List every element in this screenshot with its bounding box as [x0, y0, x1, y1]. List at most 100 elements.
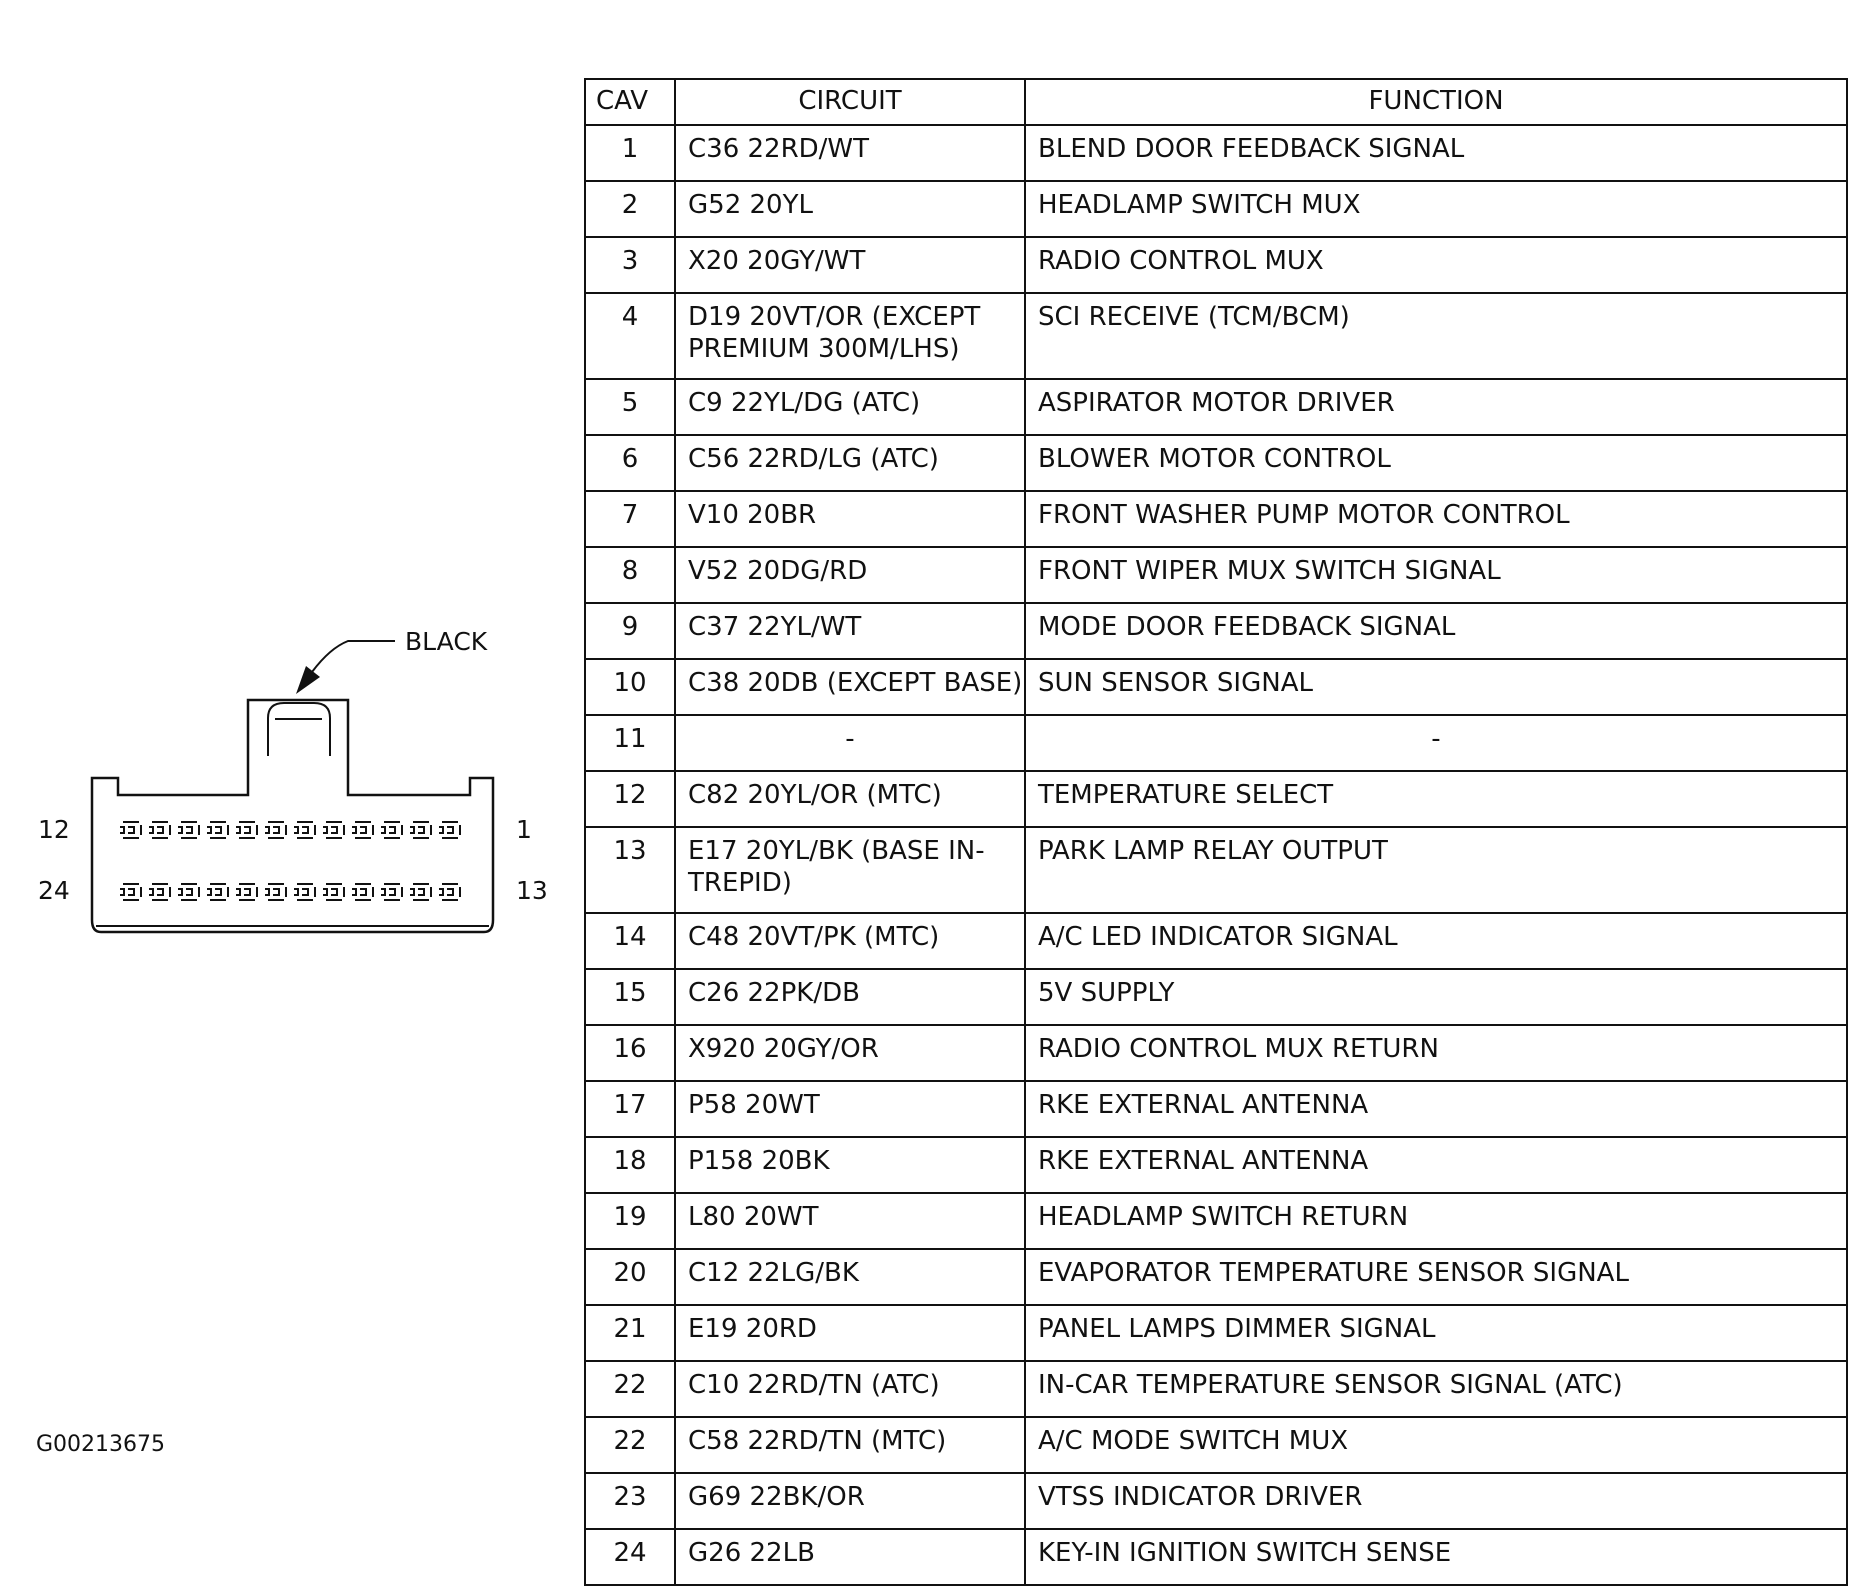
cav-cell: 17 [584, 1080, 676, 1138]
connector-pin [178, 821, 200, 839]
connector-body [90, 698, 495, 934]
function-cell: HEADLAMP SWITCH MUX [1024, 180, 1848, 238]
connector-pin [352, 821, 374, 839]
cav-cell: 9 [584, 602, 676, 660]
connector-pin [439, 821, 461, 839]
function-cell: RADIO CONTROL MUX [1024, 236, 1848, 294]
cav-cell: 18 [584, 1136, 676, 1194]
circuit-cell: C48 20VT/PK (MTC) [674, 912, 1026, 970]
cav-cell: 14 [584, 912, 676, 970]
connector-diagram: BLACK 12 1 24 13 [38, 627, 548, 934]
circuit-cell: V10 20BR [674, 490, 1026, 548]
cav-cell: 3 [584, 236, 676, 294]
function-cell: KEY-IN IGNITION SWITCH SENSE [1024, 1528, 1848, 1586]
connector-pin [410, 821, 432, 839]
function-cell: PANEL LAMPS DIMMER SIGNAL [1024, 1304, 1848, 1362]
connector-pin [120, 821, 142, 839]
header-function: FUNCTION [1024, 78, 1848, 126]
cav-cell: 23 [584, 1472, 676, 1530]
cav-cell: 7 [584, 490, 676, 548]
function-cell: RADIO CONTROL MUX RETURN [1024, 1024, 1848, 1082]
connector-pin [323, 821, 345, 839]
circuit-cell: C38 20DB (EXCEPT BASE) [674, 658, 1026, 716]
circuit-cell: C26 22PK/DB [674, 968, 1026, 1026]
cav-cell: 15 [584, 968, 676, 1026]
function-cell: RKE EXTERNAL ANTENNA [1024, 1080, 1848, 1138]
pin-label-12: 12 [38, 815, 70, 844]
connector-pin [207, 883, 229, 901]
function-cell: BLEND DOOR FEEDBACK SIGNAL [1024, 124, 1848, 182]
function-cell: FRONT WASHER PUMP MOTOR CONTROL [1024, 490, 1848, 548]
circuit-cell: E17 20YL/BK (BASE IN-TREPID) [674, 826, 1026, 914]
connector-pin [149, 883, 171, 901]
pin-row-bottom [120, 883, 461, 901]
connector-color-label: BLACK [405, 627, 488, 656]
function-cell: MODE DOOR FEEDBACK SIGNAL [1024, 602, 1848, 660]
header-circuit: CIRCUIT [674, 78, 1026, 126]
connector-pin [323, 883, 345, 901]
circuit-cell: C36 22RD/WT [674, 124, 1026, 182]
table-header-row: CAV CIRCUIT FUNCTION [584, 78, 1848, 126]
connector-pin [236, 883, 258, 901]
cav-cell: 20 [584, 1248, 676, 1306]
circuit-cell: P158 20BK [674, 1136, 1026, 1194]
function-cell: FRONT WIPER MUX SWITCH SIGNAL [1024, 546, 1848, 604]
cav-cell: 10 [584, 658, 676, 716]
function-cell: ASPIRATOR MOTOR DRIVER [1024, 378, 1848, 436]
circuit-cell: X920 20GY/OR [674, 1024, 1026, 1082]
figure-id: G00213675 [36, 1432, 166, 1457]
function-cell: PARK LAMP RELAY OUTPUT [1024, 826, 1848, 914]
cav-cell: 24 [584, 1528, 676, 1586]
connector-pin [294, 821, 316, 839]
connector-pin [236, 821, 258, 839]
function-cell: SUN SENSOR SIGNAL [1024, 658, 1848, 716]
callout-leader-line [311, 640, 395, 673]
function-cell: RKE EXTERNAL ANTENNA [1024, 1136, 1848, 1194]
cav-cell: 8 [584, 546, 676, 604]
circuit-cell: C10 22RD/TN (ATC) [674, 1360, 1026, 1418]
pin-label-13: 13 [516, 876, 548, 905]
connector-pin [178, 883, 200, 901]
connector-pin [352, 883, 374, 901]
cav-cell: 13 [584, 826, 676, 914]
connector-pin [265, 821, 287, 839]
cav-cell: 19 [584, 1192, 676, 1250]
header-cav: CAV [584, 78, 676, 126]
circuit-cell: G52 20YL [674, 180, 1026, 238]
cav-cell: 22 [584, 1416, 676, 1474]
connector-pin [265, 883, 287, 901]
connector-pin [410, 883, 432, 901]
circuit-cell: P58 20WT [674, 1080, 1026, 1138]
function-cell: 5V SUPPLY [1024, 968, 1848, 1026]
function-cell: HEADLAMP SWITCH RETURN [1024, 1192, 1848, 1250]
cav-cell: 12 [584, 770, 676, 828]
pin-label-1: 1 [516, 815, 532, 844]
function-cell: A/C LED INDICATOR SIGNAL [1024, 912, 1848, 970]
function-cell: TEMPERATURE SELECT [1024, 770, 1848, 828]
cav-cell: 6 [584, 434, 676, 492]
cav-cell: 2 [584, 180, 676, 238]
table-row: 11-- [584, 714, 1848, 772]
circuit-cell: C12 22LG/BK [674, 1248, 1026, 1306]
circuit-cell: C82 20YL/OR (MTC) [674, 770, 1026, 828]
circuit-cell: E19 20RD [674, 1304, 1026, 1362]
circuit-cell: V52 20DG/RD [674, 546, 1026, 604]
circuit-cell: C56 22RD/LG (ATC) [674, 434, 1026, 492]
